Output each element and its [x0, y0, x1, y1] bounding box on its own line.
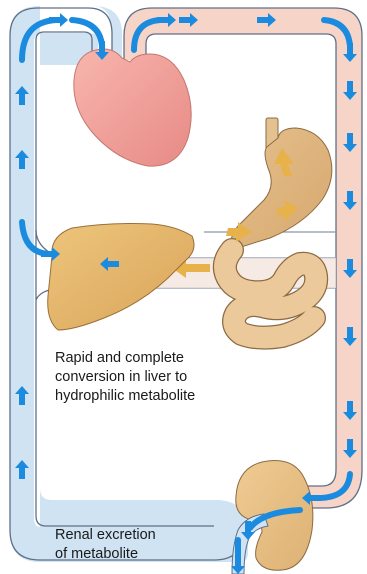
heart-icon — [74, 49, 191, 166]
liver-conversion-line: hydrophilic metabolite — [55, 387, 195, 406]
renal-excretion-line: Renal excretion — [55, 526, 156, 545]
liver-conversion-line: conversion in liver to — [55, 368, 195, 387]
gastrointestinal-tract — [172, 118, 332, 338]
renal-excretion-caption: Renal excretion of metabolite — [55, 526, 156, 564]
liver-conversion-line: Rapid and complete — [55, 349, 195, 368]
arterial-branch-upper — [336, 238, 362, 250]
liver-conversion-caption: Rapid and complete conversion in liver t… — [55, 349, 195, 406]
renal-excretion-line: of metabolite — [55, 545, 156, 564]
